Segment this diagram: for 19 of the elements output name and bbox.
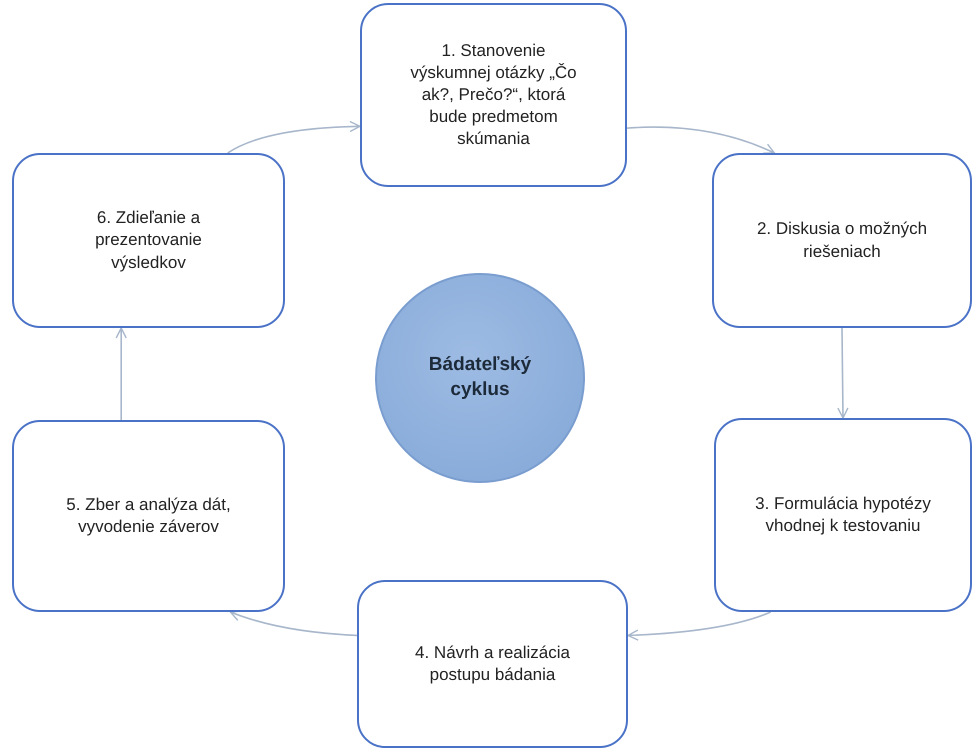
step-box <box>712 153 972 328</box>
step-box <box>12 153 285 328</box>
arrow <box>627 611 772 641</box>
step-text: 3. Formulácia hypotézy vhodnej k testovaniu <box>754 492 932 537</box>
step-box <box>714 418 972 612</box>
arrow <box>116 327 127 420</box>
step-box <box>357 580 628 748</box>
step-text: 1. Stanovenie výskumnej otázky „Čo ak?, Prečo?“, ktorá bude predmetom skúmania <box>409 40 578 150</box>
circle-title: Bádateľský cyklus <box>428 353 532 402</box>
step-box <box>360 3 627 187</box>
arrow <box>837 328 849 419</box>
arrow <box>230 610 358 636</box>
step-text: 2. Diskusia o možných riešeniach <box>756 218 928 262</box>
step-text: 5. Zber a analýza dát, vyvodenie záverov <box>65 494 232 538</box>
step-text: 6. Zdieľanie a prezentovanie výsledkov <box>94 207 203 274</box>
arrow <box>227 120 361 154</box>
step-box <box>12 420 285 612</box>
step-text: 4. Návrh a realizácia postupu bádania <box>414 642 571 686</box>
arrow <box>626 126 776 154</box>
